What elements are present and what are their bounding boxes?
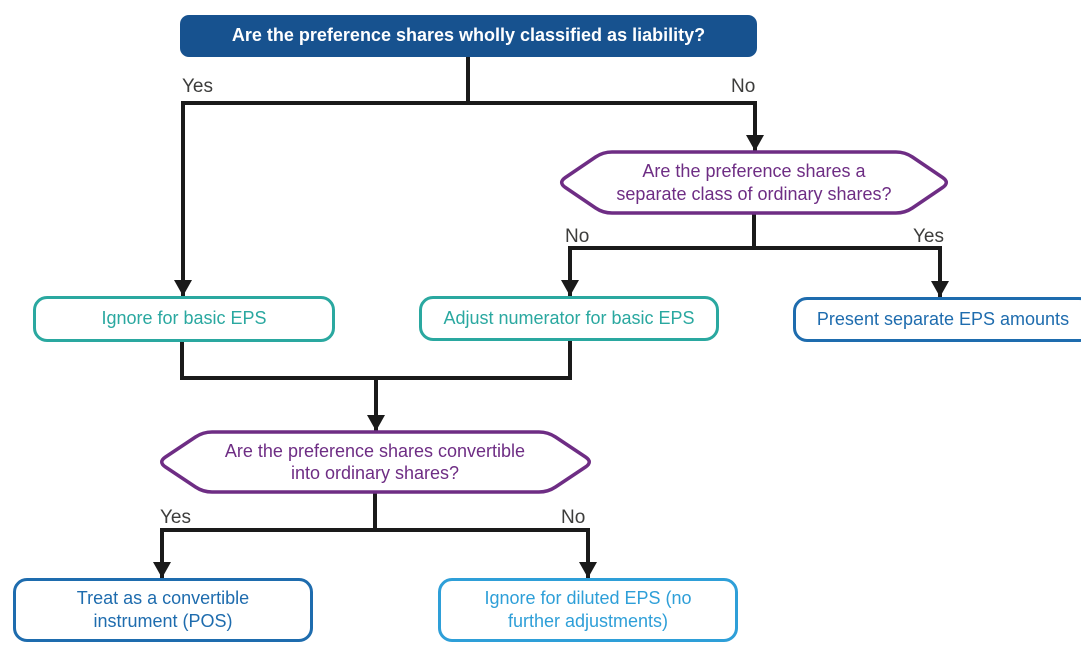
node-separate-class-question: Are the preference shares a separate cla… xyxy=(588,152,920,213)
hexagon-convertible-shape xyxy=(160,430,591,494)
node-treat-convertible: Treat as a convertible instrument (POS) xyxy=(13,578,313,642)
node-ignore-basic-eps: Ignore for basic EPS xyxy=(33,296,335,342)
edge-label-root-no: No xyxy=(731,76,756,97)
hexagon-separate-class-shape xyxy=(559,150,949,215)
edge-label-convertible-no: No xyxy=(561,507,586,528)
treat-convertible-line-1: Treat as a convertible xyxy=(76,587,250,608)
convertible-line-1: Are the preference shares convertible xyxy=(224,440,526,461)
convertible-line-2: into ordinary shares? xyxy=(290,463,460,483)
treat-convertible-line-2: instrument (POS) xyxy=(93,611,233,631)
node-present-separate-eps: Present separate EPS amounts xyxy=(793,297,1081,342)
edge-label-root-yes: Yes xyxy=(182,76,213,97)
ignore-diluted-line-1: Ignore for diluted EPS (no xyxy=(484,587,692,608)
node-adjust-numerator: Adjust numerator for basic EPS xyxy=(419,296,719,341)
separate-class-line-1: Are the preference shares a xyxy=(642,161,866,181)
node-root-question-label: Are the preference shares wholly classif… xyxy=(231,25,706,46)
ignore-diluted-line-2: further adjustments) xyxy=(507,611,669,631)
adjust-numerator-label: Adjust numerator for basic EPS xyxy=(443,307,695,328)
node-convertible-question: Are the preference shares convertible in… xyxy=(185,432,565,492)
node-root-question: Are the preference shares wholly classif… xyxy=(180,15,757,57)
present-separate-label: Present separate EPS amounts xyxy=(816,308,1070,329)
edge-label-convertible-yes: Yes xyxy=(160,507,191,528)
edge-label-separate-no: No xyxy=(565,226,590,247)
ignore-basic-label: Ignore for basic EPS xyxy=(101,308,267,329)
edge-label-separate-yes: Yes xyxy=(913,226,944,247)
node-ignore-diluted-eps: Ignore for diluted EPS (no further adjus… xyxy=(438,578,738,642)
separate-class-line-2: separate class of ordinary shares? xyxy=(616,183,892,204)
